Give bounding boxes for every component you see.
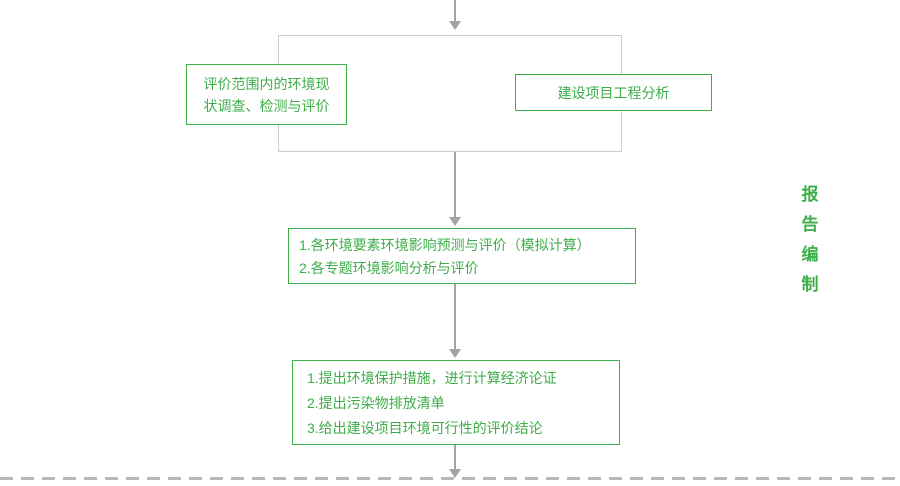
- protection-measures-line3: 3.给出建设项目环境可行性的评价结论: [307, 420, 543, 436]
- stage-label-char: 制: [801, 275, 819, 294]
- arrow-into-survey-section: [449, 0, 461, 30]
- environment-status-survey-box: 评价范围内的环境现 状调查、检测与评价: [186, 64, 347, 125]
- stage-label-char: 告: [801, 215, 819, 234]
- protection-measures-line1: 1.提出环境保护措施，进行计算经济论证: [307, 370, 557, 386]
- stage-boundary-dashed-line: [0, 477, 900, 480]
- environment-status-survey-line2: 状调查、检测与评价: [203, 97, 330, 114]
- stage-label-report-compilation: 报 告 编 制: [798, 180, 822, 300]
- protection-measures-line2: 2.提出污染物排放清单: [307, 395, 445, 411]
- project-engineering-analysis-box: 建设项目工程分析: [515, 74, 712, 111]
- arrow-head-icon: [449, 21, 461, 30]
- protection-measures-conclusion-box: 1.提出环境保护措施，进行计算经济论证 2.提出污染物排放清单 3.给出建设项目…: [292, 360, 620, 445]
- arrow-line: [454, 0, 456, 21]
- impact-prediction-evaluation-box: 1.各环境要素环境影响预测与评价（模拟计算） 2.各专题环境影响分析与评价: [288, 228, 636, 284]
- impact-prediction-line1: 1.各环境要素环境影响预测与评价（模拟计算）: [299, 237, 591, 253]
- arrow-head-icon: [449, 349, 461, 358]
- arrow-line: [454, 284, 456, 349]
- stage-label-char: 编: [801, 245, 819, 264]
- stage-label-char: 报: [801, 185, 819, 204]
- environment-status-survey-line1: 评价范围内的环境现: [203, 75, 330, 92]
- impact-prediction-line2: 2.各专题环境影响分析与评价: [299, 260, 479, 276]
- arrow-head-icon: [449, 469, 461, 478]
- arrow-line: [454, 152, 456, 217]
- arrow-head-icon: [449, 217, 461, 226]
- arrow-line: [454, 445, 456, 469]
- arrow-to-measures-box: [449, 284, 461, 358]
- project-engineering-analysis-label: 建设项目工程分析: [557, 84, 670, 101]
- arrow-to-prediction-box: [449, 152, 461, 226]
- arrow-to-boundary: [449, 445, 461, 478]
